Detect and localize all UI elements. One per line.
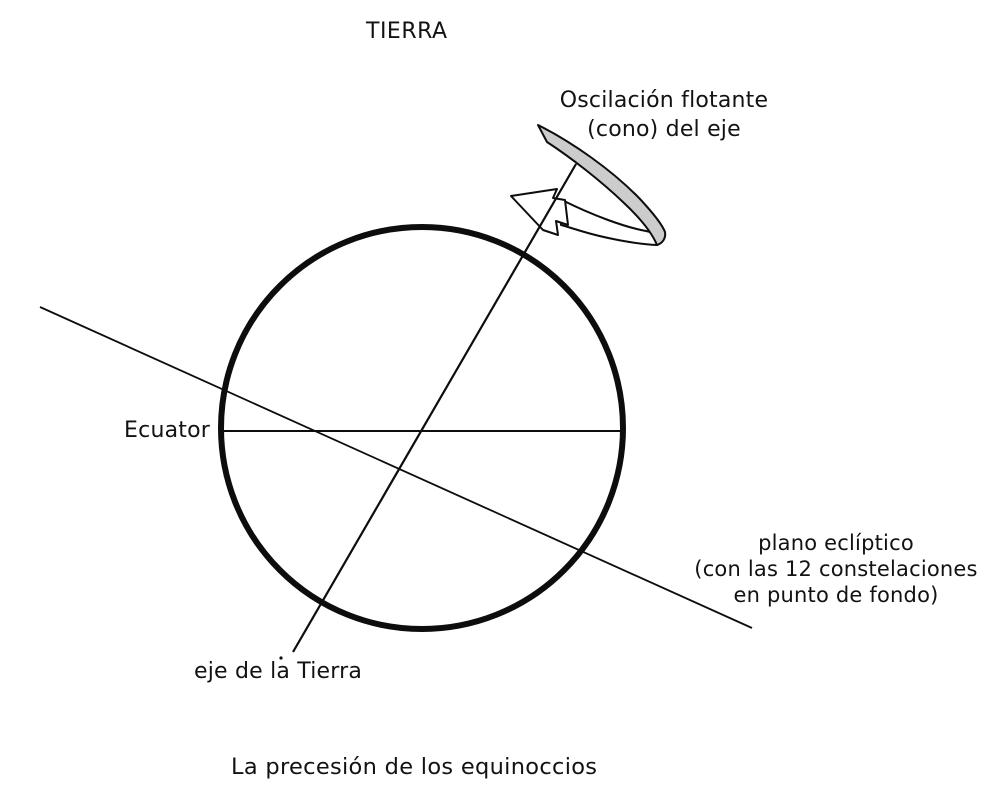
- oscillation-label: Oscilación flotante (cono) del eje: [528, 86, 800, 144]
- axis-end-dot: [279, 656, 283, 660]
- earth-circle: [218, 224, 626, 632]
- earth-axis-label: eje de la Tierra: [194, 659, 363, 684]
- ecliptic-plane-line: [39, 306, 753, 629]
- equator-label: Ecuator: [124, 418, 210, 443]
- diagram-title: TIERRA: [366, 19, 448, 44]
- oscillation-label-line1: Oscilación flotante: [559, 88, 769, 113]
- ecliptic-plane-label: plano eclíptico (con las 12 constelacion…: [683, 530, 989, 608]
- earth-axis-line: [292, 163, 577, 653]
- oscillation-label-line2: (cono) del eje: [587, 117, 741, 142]
- ecliptic-label-line3: en punto de fondo): [733, 583, 939, 607]
- precession-ribbon-icon: [537, 124, 667, 246]
- ecliptic-label-line2: (con las 12 constelaciones: [694, 557, 978, 581]
- ecliptic-label-line1: plano eclíptico: [758, 531, 914, 555]
- diagram-caption: La precesión de los equinoccios: [231, 754, 598, 780]
